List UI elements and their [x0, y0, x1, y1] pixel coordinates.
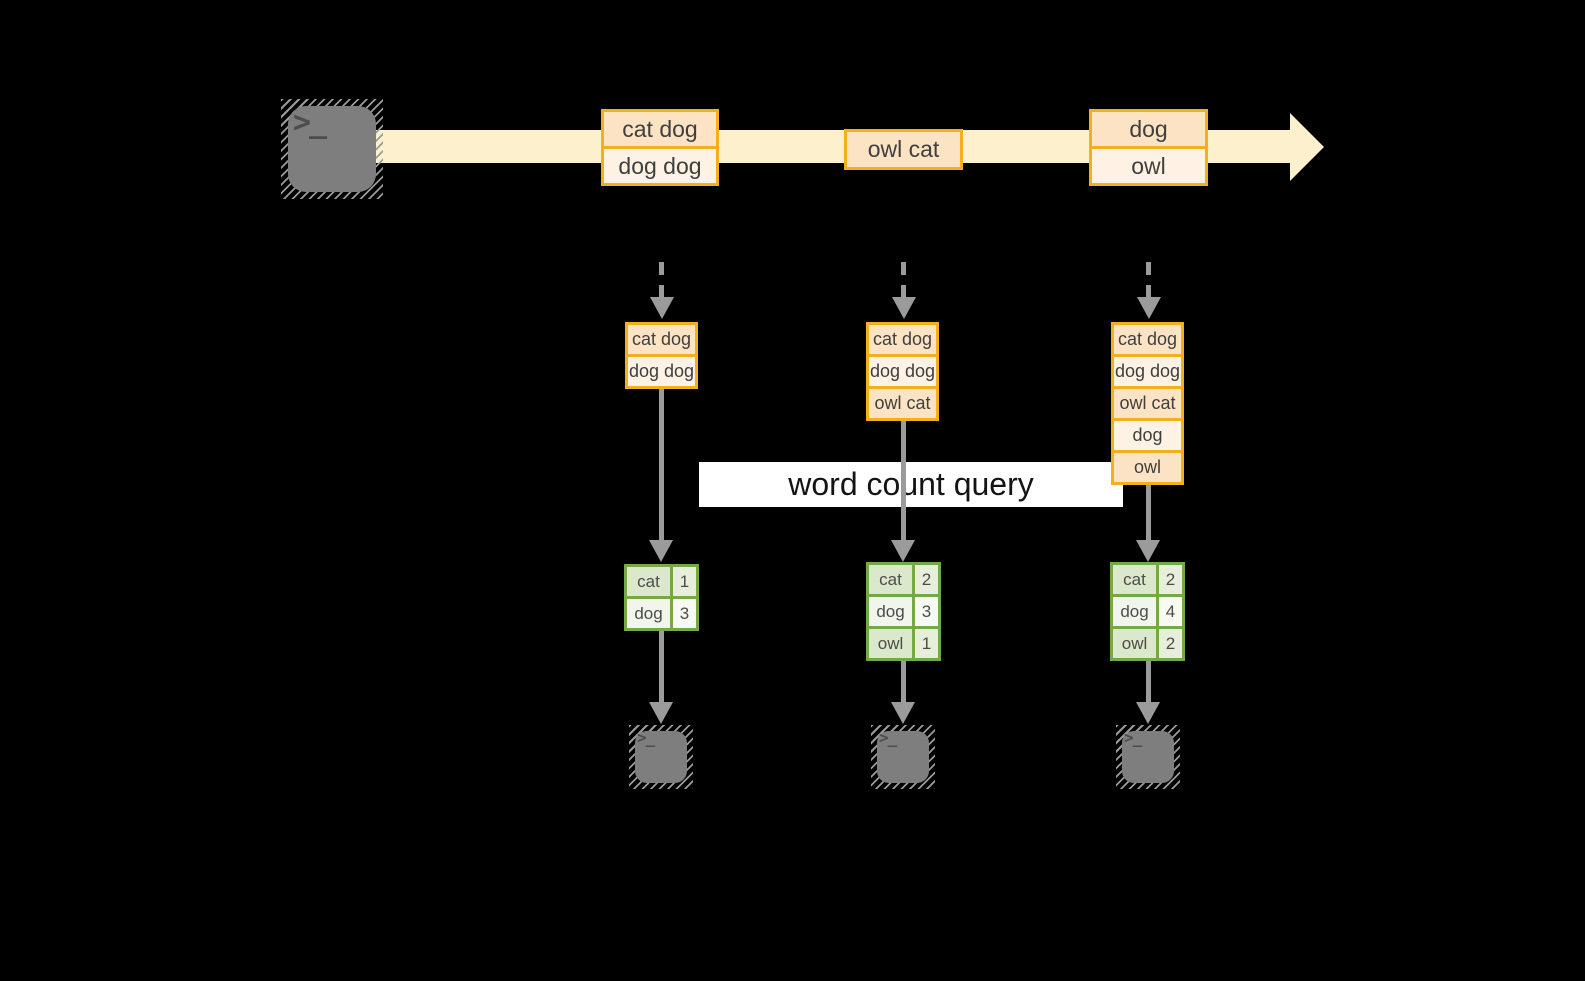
- word-cell: owl: [869, 629, 912, 658]
- buffer-row: owl cat: [869, 386, 936, 418]
- event-buffer-stack: cat dog dog dog: [625, 322, 698, 389]
- word-cell: cat: [627, 567, 670, 596]
- table-row: cat 2: [869, 565, 938, 594]
- table-row: cat 2: [1113, 565, 1182, 594]
- flow-line: [659, 389, 664, 540]
- terminal-prompt-glyph: >_: [879, 728, 897, 747]
- flow-line: [1146, 485, 1151, 540]
- ingest-arrowhead-icon: [1137, 297, 1161, 319]
- terminal-screen: [635, 731, 687, 783]
- word-cell: owl: [1113, 629, 1156, 658]
- count-cell: 3: [670, 599, 696, 628]
- terminal-prompt-glyph: >_: [637, 728, 655, 747]
- output-arrowhead-icon: [649, 702, 673, 724]
- word-cell: dog: [1113, 597, 1156, 626]
- word-cell: dog: [627, 599, 670, 628]
- buffer-row: dog: [1114, 418, 1181, 450]
- ingest-arrowhead-icon: [892, 297, 916, 319]
- word-cell: cat: [1113, 565, 1156, 594]
- word-cell: dog: [869, 597, 912, 626]
- flow-arrowhead-icon: [1136, 540, 1160, 562]
- output-line: [659, 631, 664, 702]
- event-row: dog dog: [604, 146, 716, 183]
- ingest-dashed-line: [659, 262, 664, 300]
- ingest-dashed-line: [901, 262, 906, 300]
- event-buffer-stack: cat dog dog dog owl cat dog owl: [1111, 322, 1184, 485]
- event-row: owl: [1092, 146, 1205, 183]
- table-row: owl 2: [1113, 626, 1182, 658]
- buffer-row: dog dog: [869, 354, 936, 386]
- table-row: dog 3: [869, 594, 938, 626]
- count-cell: 2: [1156, 629, 1182, 658]
- buffer-row: cat dog: [1114, 325, 1181, 354]
- count-cell: 4: [1156, 597, 1182, 626]
- flow-arrowhead-icon: [649, 540, 673, 562]
- table-row: dog 4: [1113, 594, 1182, 626]
- output-terminal-icon: >_: [629, 725, 693, 789]
- terminal-prompt-glyph: >_: [1124, 728, 1142, 747]
- output-line: [1146, 661, 1151, 702]
- word-count-table: cat 1 dog 3: [624, 564, 699, 631]
- buffer-row: cat dog: [869, 325, 936, 354]
- query-label: word count query: [788, 466, 1034, 502]
- flow-arrowhead-icon: [891, 540, 915, 562]
- count-cell: 3: [912, 597, 938, 626]
- table-row: owl 1: [869, 626, 938, 658]
- buffer-row: owl cat: [1114, 386, 1181, 418]
- buffer-row: dog dog: [628, 354, 695, 386]
- event-row: owl cat: [847, 132, 960, 167]
- event-row: cat dog: [604, 112, 716, 146]
- terminal-prompt-glyph: >_: [293, 105, 327, 140]
- terminal-screen: [1122, 731, 1174, 783]
- event-row: dog: [1092, 112, 1205, 146]
- count-cell: 2: [1156, 565, 1182, 594]
- count-cell: 1: [912, 629, 938, 658]
- output-arrowhead-icon: [1136, 702, 1160, 724]
- output-terminal-icon: >_: [1116, 725, 1180, 789]
- word-cell: cat: [869, 565, 912, 594]
- terminal-screen: [877, 731, 929, 783]
- buffer-row: cat dog: [628, 325, 695, 354]
- stream-event-box: owl cat: [844, 129, 963, 170]
- table-row: cat 1: [627, 567, 696, 596]
- terminal-screen: [288, 106, 376, 192]
- stream-event-box: cat dog dog dog: [601, 109, 719, 186]
- stream-event-box: dog owl: [1089, 109, 1208, 186]
- output-line: [901, 661, 906, 702]
- stream-arrowhead-icon: [1290, 113, 1324, 181]
- ingest-dashed-line: [1146, 262, 1151, 300]
- event-buffer-stack: cat dog dog dog owl cat: [866, 322, 939, 421]
- table-row: dog 3: [627, 596, 696, 628]
- output-terminal-icon: >_: [871, 725, 935, 789]
- ingest-arrowhead-icon: [650, 297, 674, 319]
- buffer-row: dog dog: [1114, 354, 1181, 386]
- flow-line: [901, 421, 906, 540]
- word-count-table: cat 2 dog 3 owl 1: [866, 562, 941, 661]
- buffer-row: owl: [1114, 450, 1181, 482]
- output-arrowhead-icon: [891, 702, 915, 724]
- query-label-box: word count query: [699, 462, 1123, 507]
- count-cell: 2: [912, 565, 938, 594]
- source-terminal-icon: >_: [281, 99, 383, 199]
- count-cell: 1: [670, 567, 696, 596]
- word-count-table: cat 2 dog 4 owl 2: [1110, 562, 1185, 661]
